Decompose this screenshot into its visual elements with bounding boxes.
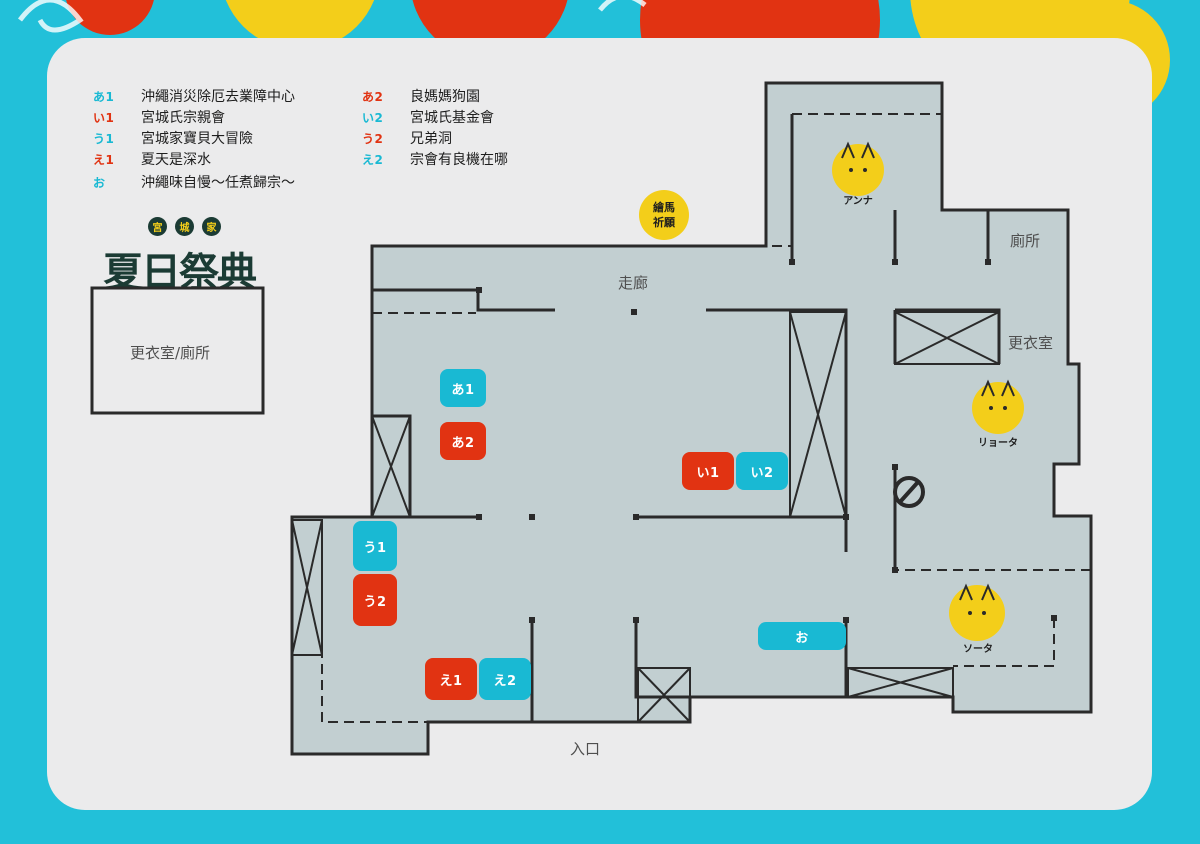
- booth-i2[interactable]: い2: [736, 452, 788, 490]
- booth-a1[interactable]: あ1: [440, 369, 486, 407]
- no-entry-icon: [893, 476, 925, 508]
- character-name-anna: アンナ: [843, 196, 873, 207]
- booth-a2[interactable]: あ2: [440, 422, 486, 460]
- restroom-box: [90, 286, 265, 415]
- booth-u2[interactable]: う2: [353, 574, 397, 626]
- booth-o[interactable]: お: [758, 622, 846, 650]
- ema-badge-shape: [639, 190, 689, 240]
- logo-subtitle: 宮城家: [148, 217, 221, 236]
- booth-e2[interactable]: え2: [479, 658, 531, 700]
- ema-label: 繪馬祈願: [653, 201, 675, 229]
- legend-item: お沖繩味自慢〜任煮歸宗〜: [93, 175, 295, 191]
- entrance-label: 入口: [570, 740, 601, 758]
- main-building: [290, 81, 1093, 756]
- character-name-sota: ソータ: [963, 644, 993, 655]
- toilet-label: 廁所: [1010, 232, 1041, 250]
- booth-e1[interactable]: え1: [425, 658, 477, 700]
- character-name-ryota: リョータ: [978, 438, 1018, 449]
- character-icon-ryota: [972, 379, 1024, 434]
- booth-u1[interactable]: う1: [353, 521, 397, 571]
- booth-i1[interactable]: い1: [682, 452, 734, 490]
- character-icon-sota: [949, 583, 1005, 641]
- character-icon-anna: [832, 141, 884, 196]
- restroom-box-label: 更衣室/廁所: [130, 344, 211, 362]
- changing-room-label: 更衣室: [1008, 334, 1054, 352]
- corridor-label: 走廊: [618, 274, 649, 292]
